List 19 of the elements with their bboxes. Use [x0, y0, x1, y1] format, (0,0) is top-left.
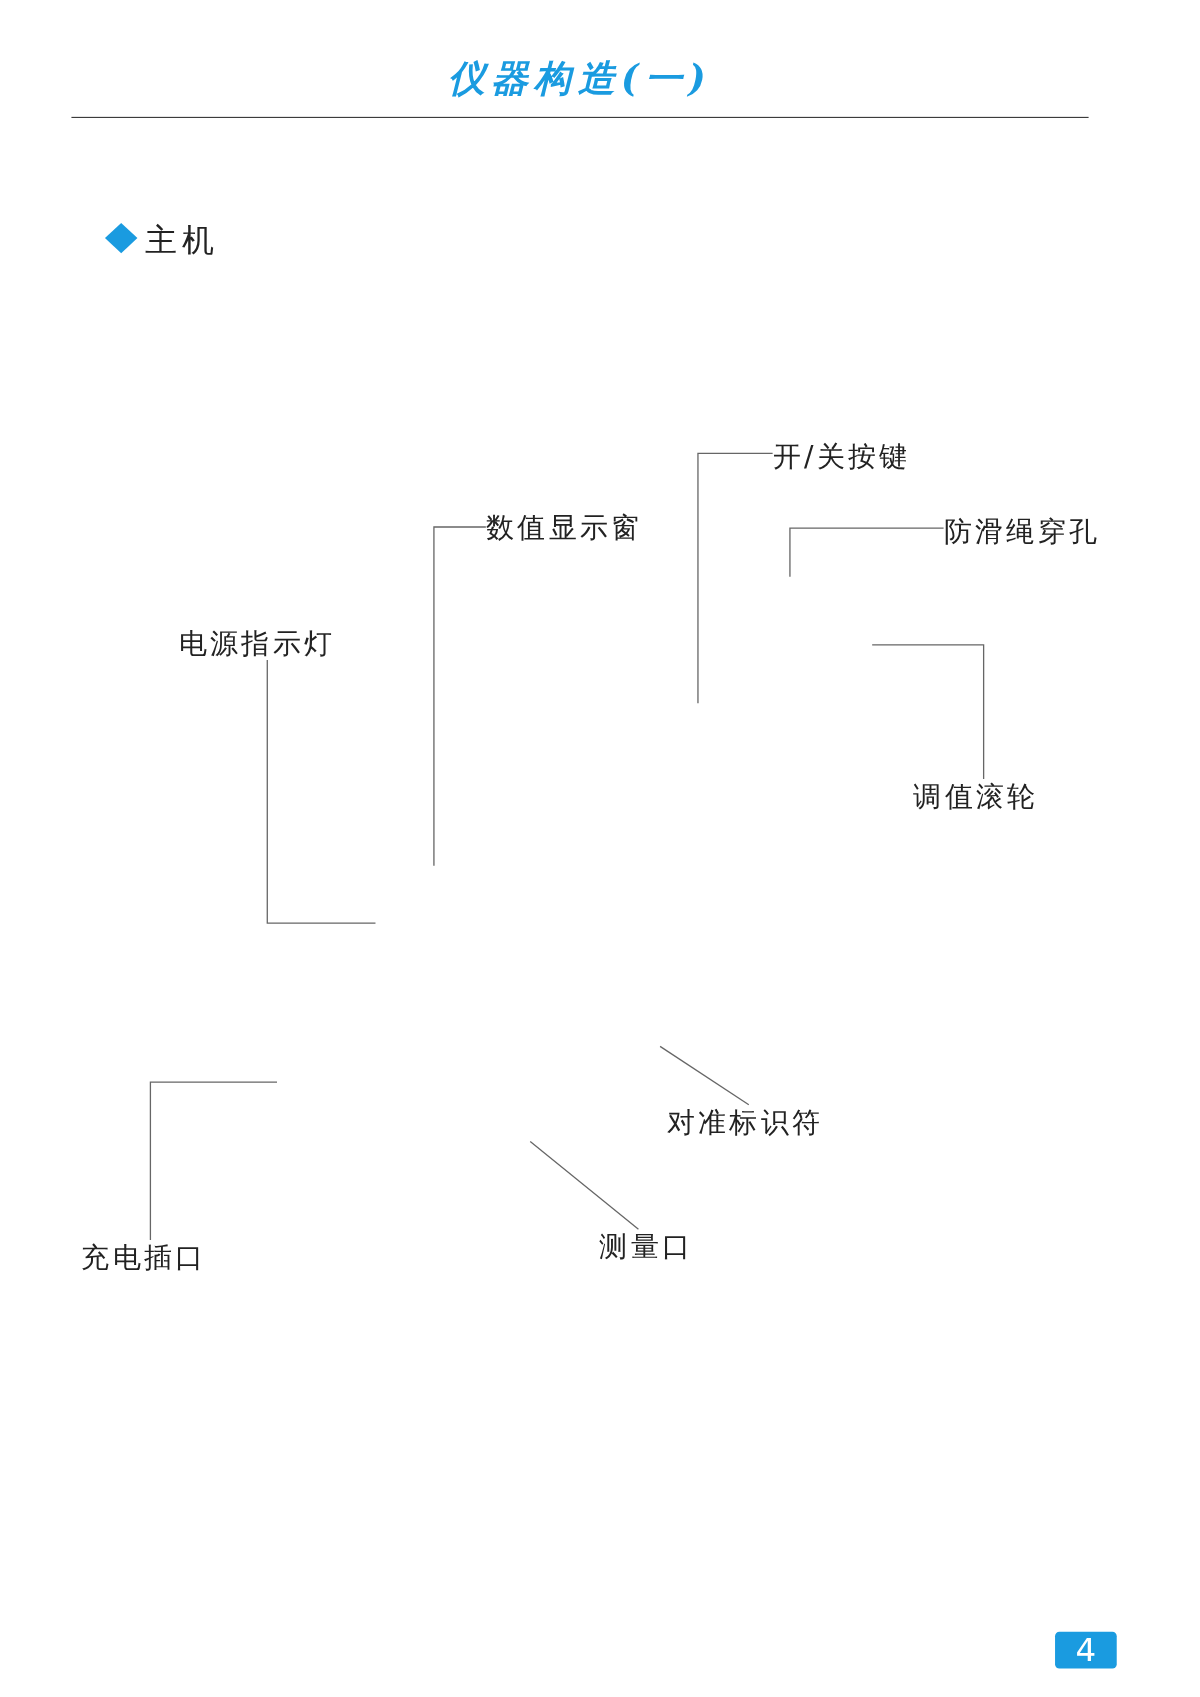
- section-heading: 主机: [145, 219, 219, 261]
- leader-line: [697, 452, 774, 704]
- part-label: 调值滚轮: [913, 779, 1039, 814]
- leader-line: [529, 1140, 640, 1230]
- leader-line: [149, 1081, 278, 1241]
- part-label: 测量口: [599, 1229, 694, 1264]
- leader-line: [659, 1045, 750, 1106]
- part-label: 对准标识符: [666, 1104, 824, 1140]
- part-label: 数值显示窗: [485, 509, 643, 545]
- part-label: 开/关按键: [772, 439, 911, 474]
- leader-line: [871, 644, 985, 780]
- part-label: 电源指示灯: [178, 625, 336, 661]
- part-label: 充电插口: [81, 1240, 207, 1275]
- leader-line: [266, 659, 377, 924]
- leader-line: [789, 527, 945, 578]
- leader-line: [433, 526, 487, 867]
- page-title: 仪器构造(一): [446, 55, 714, 102]
- part-label: 防滑绳穿孔: [943, 514, 1101, 549]
- page-number: 4: [1055, 1631, 1117, 1669]
